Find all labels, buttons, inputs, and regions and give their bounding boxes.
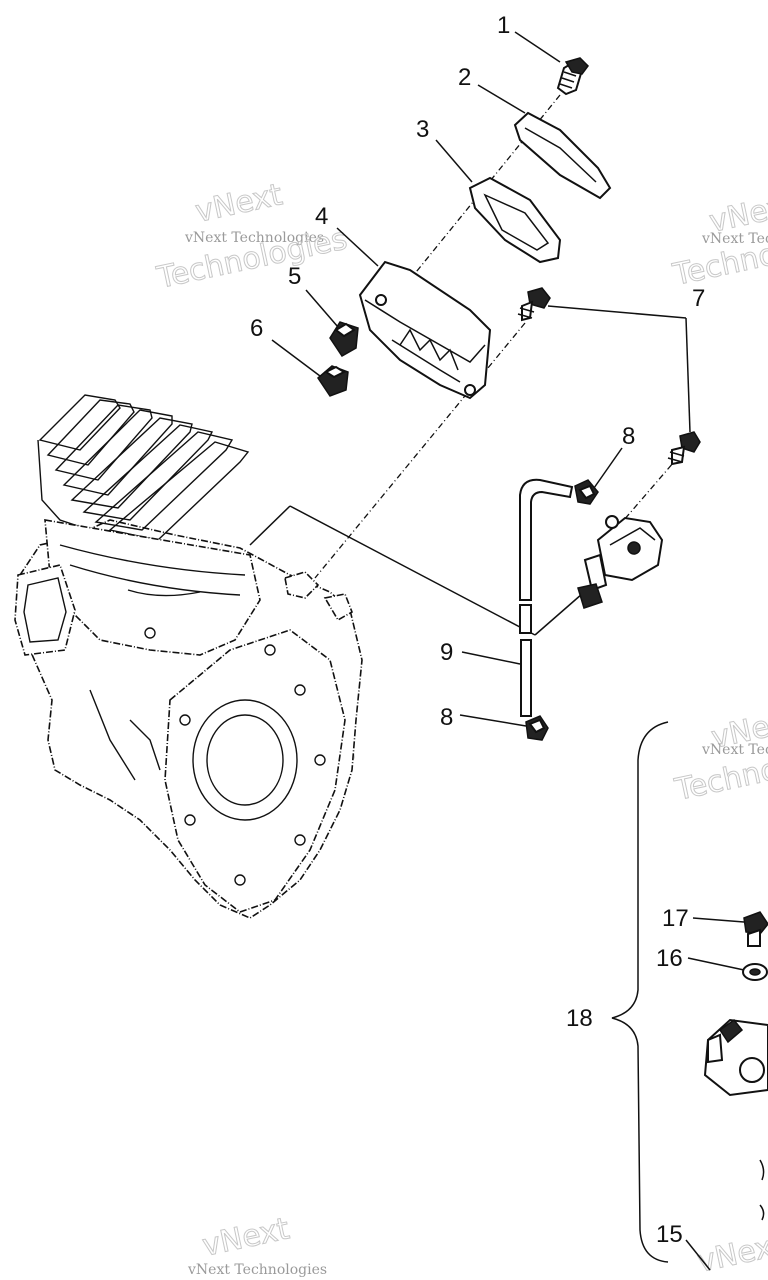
part-washer-16 [742, 963, 768, 981]
callout-15: 15 [656, 1221, 683, 1248]
crankcase-bore [192, 699, 298, 821]
part-bolt-1 [556, 57, 589, 96]
part-gasket-3 [468, 176, 562, 264]
callout-8-upper: 8 [622, 423, 635, 450]
leader-lines [271, 31, 745, 1271]
part-cover-plate-2 [513, 111, 612, 200]
watermark-brand: vNext [694, 1227, 768, 1280]
hose-guide-line [249, 505, 291, 546]
callout-9: 9 [440, 639, 453, 666]
watermark-top-left: vNext vNext Technologies Technologies [153, 177, 351, 297]
callout-8-lower: 8 [440, 704, 453, 731]
gasket-bolt-holes [144, 627, 326, 886]
callout-16: 16 [656, 945, 683, 972]
callout-4: 4 [315, 203, 328, 230]
assembly-line-plate [314, 322, 526, 579]
callout-1: 1 [497, 12, 510, 39]
watermark-brand: vNext [199, 1211, 292, 1264]
watermark-brand: vNext [192, 177, 285, 230]
callout-2: 2 [458, 64, 471, 91]
part-hose-9 [519, 478, 574, 717]
crankcase-gasket-face [164, 629, 346, 913]
callout-5: 5 [288, 263, 301, 290]
callout-3: 3 [416, 116, 429, 143]
callout-17: 17 [662, 905, 689, 932]
part-cap-6 [317, 365, 349, 397]
watermark-tagline: vNext Technologies [701, 231, 768, 247]
callout-7: 7 [692, 285, 705, 312]
watermark-top-right: vNext vNext Technologies Technologies [669, 187, 768, 294]
part-clamp-8b [525, 715, 549, 741]
cylinder-barrel [44, 519, 261, 656]
watermark-tagline: vNext Technologies [187, 1262, 327, 1278]
callouts: 1 2 3 4 5 6 7 8 9 8 17 16 18 15 [250, 12, 705, 1248]
part-bolt-17 [743, 911, 768, 947]
engine-block [14, 394, 363, 919]
watermark-middle-right: vNext vNext Technologies Technologies [671, 703, 768, 809]
part-clamp-8a [574, 479, 599, 505]
assembly-bracket-18 [611, 721, 669, 1263]
watermark-tagline: vNext Technologies [701, 742, 768, 758]
callout-6: 6 [250, 315, 263, 342]
callout-18: 18 [566, 1005, 593, 1032]
part-body-18 [703, 1018, 768, 1221]
watermark-tagline: vNext Technologies [184, 230, 324, 246]
part-cap-5 [329, 321, 359, 357]
part-housing-4 [358, 260, 492, 400]
part-fuel-pump [577, 515, 664, 609]
part-screw-7b [667, 431, 701, 466]
hose-guide-line-2 [289, 505, 536, 636]
part-screw-7a [517, 287, 551, 322]
